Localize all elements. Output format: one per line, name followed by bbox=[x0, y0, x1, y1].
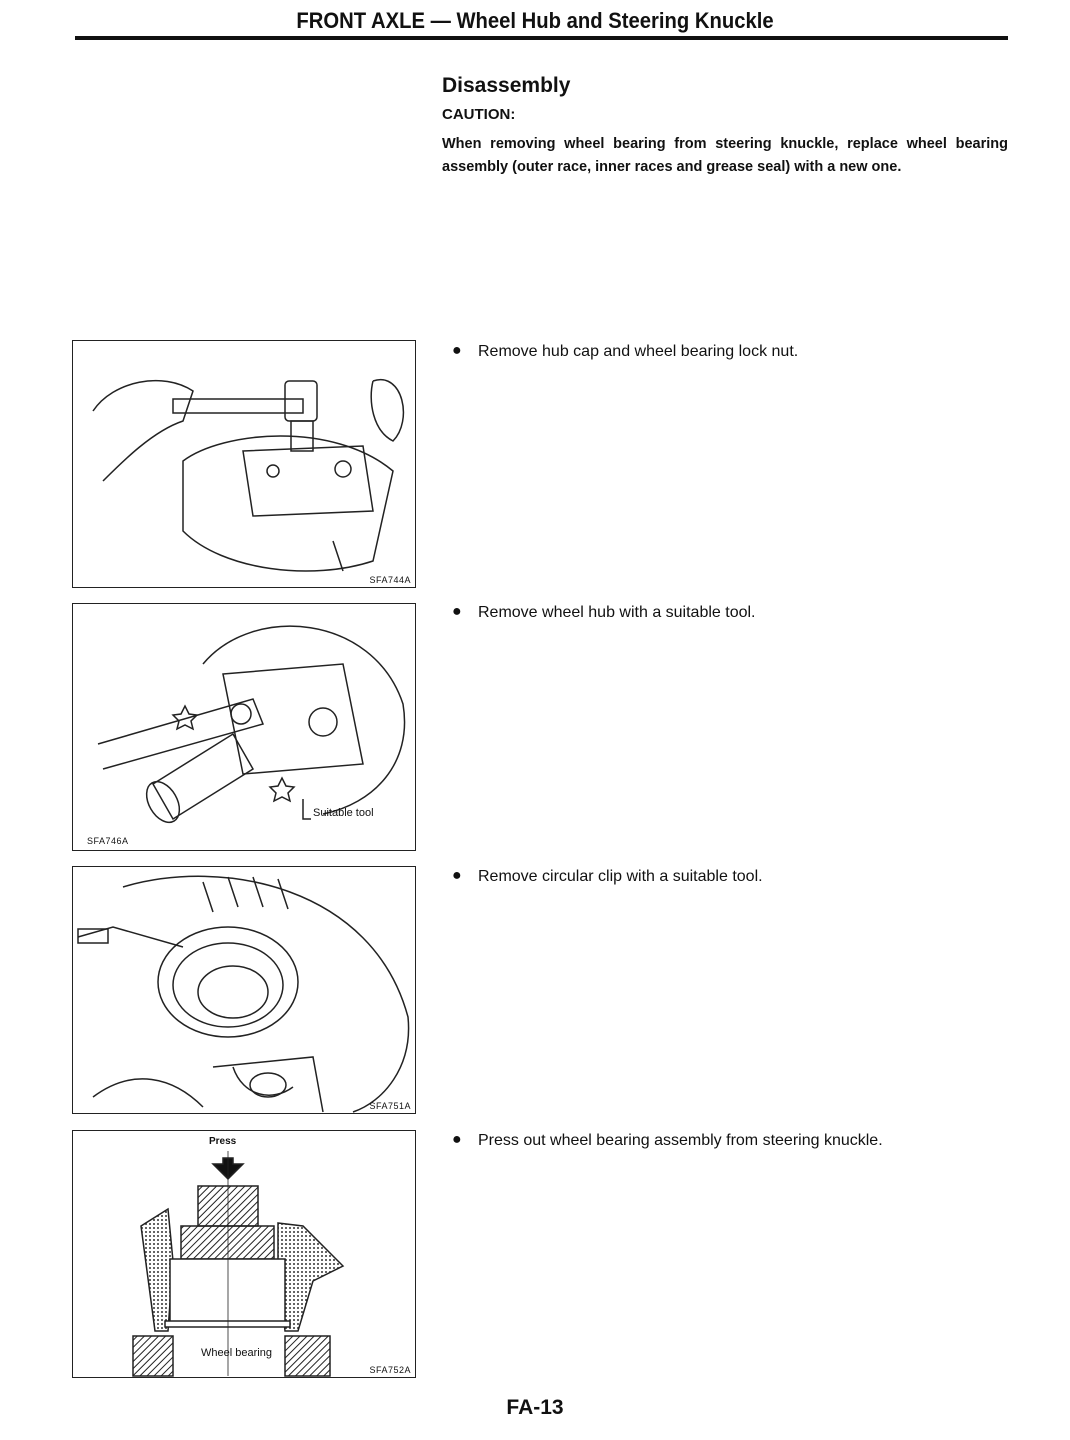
bullet-icon: ● bbox=[452, 603, 462, 620]
caution-text: When removing wheel bearing from steerin… bbox=[442, 136, 1008, 175]
step-text: Remove circular clip with a suitable too… bbox=[478, 868, 763, 885]
page-title: FRONT AXLE — Wheel Hub and Steering Knuc… bbox=[296, 8, 774, 33]
header-rule bbox=[75, 36, 1008, 40]
caution-label: CAUTION: bbox=[442, 106, 516, 123]
figure-label-press: Press bbox=[209, 1136, 237, 1147]
figure-circular-clip-removal: SFA751A bbox=[72, 866, 416, 1114]
figure-code: SFA744A bbox=[369, 575, 411, 585]
figure-hub-cap-removal: SFA744A bbox=[72, 340, 416, 588]
figure-code: SFA752A bbox=[369, 1365, 411, 1375]
step-text: Press out wheel bearing assembly from st… bbox=[478, 1132, 883, 1149]
bullet-icon: ● bbox=[452, 342, 462, 359]
figure-label-wheel-bearing: Wheel bearing bbox=[201, 1347, 272, 1359]
figure-label-suitable-tool: Suitable tool bbox=[313, 807, 374, 819]
step-text: Remove wheel hub with a suitable tool. bbox=[478, 604, 756, 621]
page-number: FA-13 bbox=[506, 1396, 564, 1419]
bullet-icon: ● bbox=[452, 1131, 462, 1148]
step-text: Remove hub cap and wheel bearing lock nu… bbox=[478, 343, 799, 360]
figure-code: SFA751A bbox=[369, 1101, 411, 1111]
figure-wheel-hub-removal: Suitable tool SFA746A bbox=[72, 603, 416, 851]
figure-code: SFA746A bbox=[87, 836, 129, 846]
section-heading: Disassembly bbox=[442, 74, 571, 97]
figure-bearing-press-out: Press Wheel bearing SFA752A bbox=[72, 1130, 416, 1378]
bullet-icon: ● bbox=[452, 867, 462, 884]
